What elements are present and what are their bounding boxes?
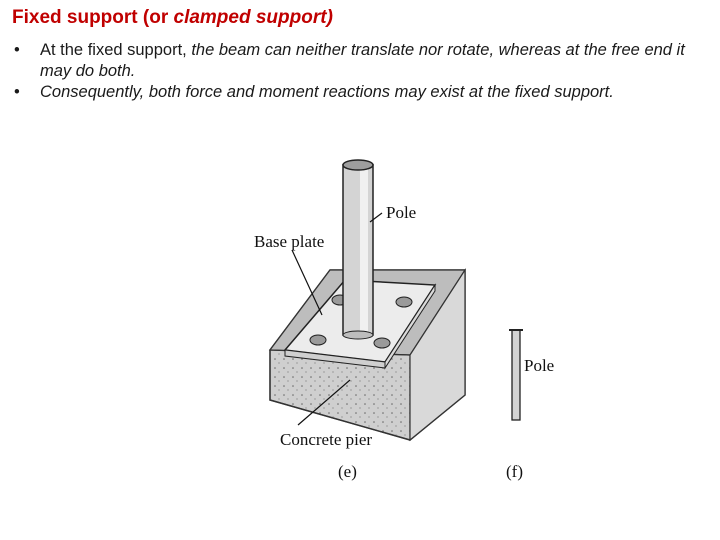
bullet-2-italic: Consequently, both force and moment reac… [40, 83, 614, 101]
fixed-support-illustration [210, 140, 560, 500]
fixed-support-figure: Pole Base plate Concrete pier (e) Pole (… [210, 140, 560, 500]
bullet-1-normal: At the fixed support, [40, 41, 191, 59]
pole-e [343, 160, 373, 339]
slide-title: Fixed support (or clamped support) [12, 7, 333, 29]
caption-f: (f) [506, 462, 523, 482]
bullet-item-2: • Consequently, both force and moment rea… [14, 82, 704, 103]
label-concrete-pier: Concrete pier [280, 430, 372, 450]
bullet-glyph: • [14, 40, 20, 61]
bullet-item-1: •At the fixed support, the beam can neit… [14, 40, 704, 82]
caption-e: (e) [338, 462, 357, 482]
title-italic: clamped support) [174, 7, 333, 28]
pole-f [509, 330, 523, 420]
bullet-list: •At the fixed support, the beam can neit… [14, 40, 704, 103]
bullet-glyph: • [14, 82, 20, 103]
label-pole-e: Pole [386, 203, 416, 223]
title-main: Fixed support (or [12, 7, 174, 28]
label-base-plate: Base plate [254, 232, 324, 252]
label-pole-f: Pole [524, 356, 554, 376]
